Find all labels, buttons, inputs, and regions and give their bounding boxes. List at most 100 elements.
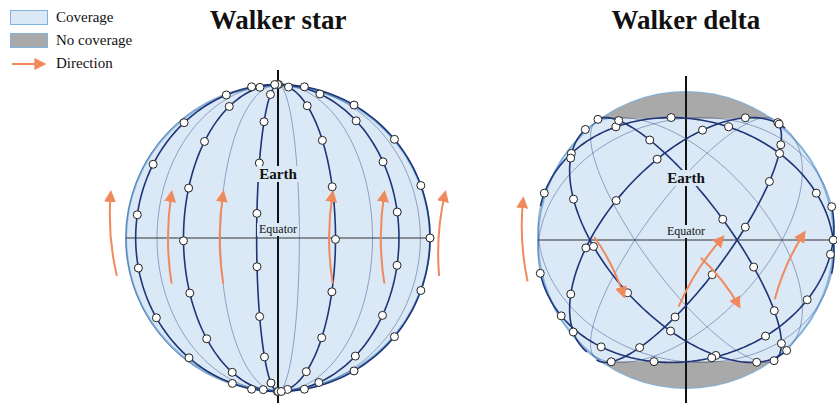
satellite [812,189,820,197]
satellite [699,126,707,134]
satellite [417,181,425,189]
orbit-path [570,118,785,352]
satellite [350,367,358,375]
orbit-path [276,84,336,238]
satellite [267,379,275,387]
direction-arrow [679,237,723,307]
orbit-path [275,85,373,392]
satellite [775,120,783,128]
satellite [417,287,425,295]
satellite [829,236,837,244]
satellite [671,313,679,321]
equator-label: Equator [257,223,299,236]
satellite [597,343,605,351]
satellite [590,242,598,250]
orbit-path [590,240,785,362]
satellite [741,114,749,122]
satellite [315,378,323,386]
satellite [770,307,778,315]
orbit-path [539,118,832,240]
direction-arrow [381,192,385,283]
orbit-path [136,238,273,391]
legend: Coverage No coverageDirection [10,6,132,75]
globe-title: Walker star [210,6,347,36]
globe-panel: Walker starEarthEquator [126,0,430,390]
satellite [615,117,623,125]
satellite [390,135,398,143]
satellite [186,289,194,297]
satellite [567,290,575,298]
direction-arrow [438,192,445,276]
satellite [303,102,311,110]
satellite [271,81,279,89]
satellite [393,208,401,216]
satellite [636,344,644,352]
direction-arrow [775,233,805,300]
equator-label: Equator [665,225,707,238]
orbit-path [587,118,802,352]
satellite [777,340,785,348]
orbit-path [183,84,281,238]
satellite [133,211,141,219]
globe [110,70,445,403]
legend-text: Direction [56,55,113,72]
orbit-path [540,206,834,362]
satellite [201,137,209,145]
orbit-path [183,238,274,391]
orbit-path [136,84,278,238]
satellite [582,244,590,252]
satellite [536,269,544,277]
satellite [379,158,387,166]
orbit-path [220,85,280,392]
satellite [228,368,236,376]
satellite [753,358,761,366]
satellite [152,314,160,322]
globe-panel: Walker deltaEarthEquator [538,0,834,388]
satellite [300,83,308,91]
satellite [266,90,274,98]
satellite [259,386,267,394]
satellite [777,141,785,149]
satellite [594,115,602,123]
satellite [203,335,211,343]
satellite [351,352,359,360]
satellite [316,90,324,98]
direction-arrow [701,258,739,307]
equator-line [126,237,430,238]
satellite [770,357,778,365]
satellite [624,289,632,297]
direction-arrow [220,192,224,283]
earth-label: Earth [665,170,707,187]
satellite [650,358,658,366]
satellite [222,91,230,99]
orbit-path [277,85,299,392]
globe [522,76,837,403]
satellite [646,136,654,144]
orbit-path [540,118,833,240]
satellite [253,263,261,271]
orbit-path [274,84,399,238]
satellite [569,328,577,336]
satellite [149,160,157,168]
satellite [762,332,770,340]
legend-text: Coverage [56,9,113,26]
satellite [741,223,749,231]
satellite [708,354,716,362]
satellite [667,114,675,122]
satellite [828,203,836,211]
orbit-path [591,240,635,360]
satellite [248,83,256,91]
satellite [256,83,264,91]
satellite [318,136,326,144]
satellite [390,333,398,341]
globe-title: Walker delta [612,6,761,36]
direction-arrow [522,199,528,282]
satellite [228,379,236,387]
satellite [826,250,834,258]
satellite [185,354,193,362]
legend-text: No coverage [56,32,132,49]
orbit-path [737,240,781,360]
satellite [567,154,575,162]
satellite [719,215,727,223]
orbit-path [126,85,283,392]
